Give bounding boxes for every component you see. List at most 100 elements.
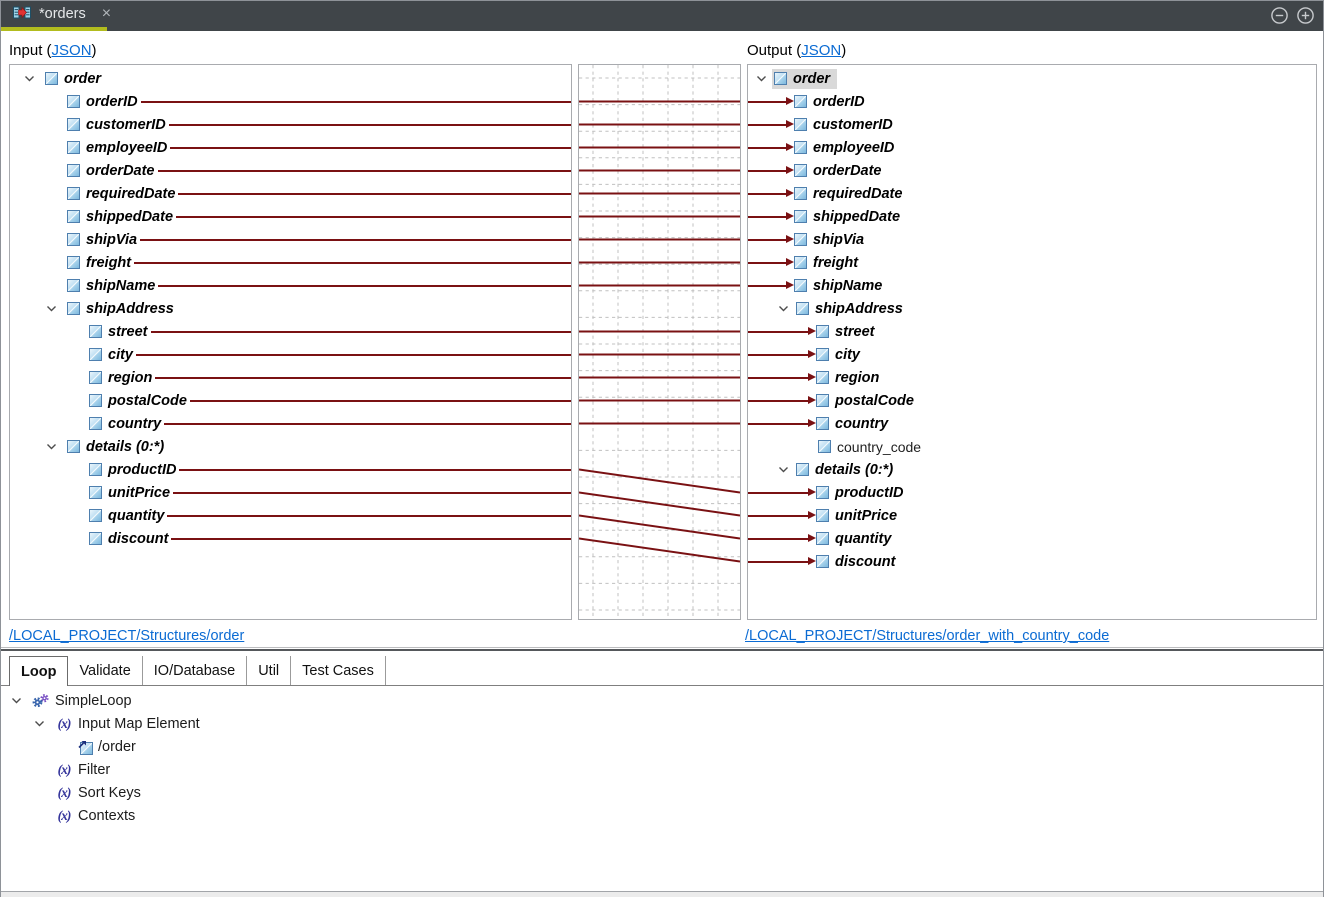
node-label: postalCode [835, 392, 914, 409]
output-tree-row-customerid[interactable]: customerID [748, 113, 1316, 136]
input-tree-row-country[interactable]: country [10, 412, 571, 435]
output-tree-row-country[interactable]: country [748, 412, 1316, 435]
output-tree-row-details-0[interactable]: details (0:*) [748, 458, 1316, 481]
chevron-down-icon[interactable] [24, 75, 45, 82]
close-icon[interactable]: × [101, 5, 112, 22]
loop-tree-row-input-map-element[interactable]: (x)Input Map Element [1, 712, 1323, 735]
output-tree-row-freight[interactable]: freight [748, 251, 1316, 274]
output-structure-link[interactable]: /LOCAL_PROJECT/Structures/order_with_cou… [745, 628, 1110, 644]
mapping-line [158, 284, 571, 287]
output-tree-row-productid[interactable]: productID [748, 481, 1316, 504]
output-tree-row-country-code[interactable]: country_code [748, 435, 1316, 458]
node-icon [89, 325, 102, 338]
node-icon [794, 279, 807, 292]
zoom-in-button[interactable] [1296, 6, 1315, 25]
input-tree-row-shipname[interactable]: shipName [10, 274, 571, 297]
input-tree-row-orderdate[interactable]: orderDate [10, 159, 571, 182]
output-tree-row-requireddate[interactable]: requiredDate [748, 182, 1316, 205]
node-icon [796, 463, 809, 476]
loop-tree-row-contexts[interactable]: (x)Contexts [1, 804, 1323, 827]
output-tree-row-postalcode[interactable]: postalCode [748, 389, 1316, 412]
input-json-link[interactable]: JSON [51, 42, 92, 59]
chevron-down-icon[interactable] [46, 305, 67, 312]
input-tree-row-shipvia[interactable]: shipVia [10, 228, 571, 251]
input-header: Input (JSON) [9, 42, 97, 59]
input-tree-row-postalcode[interactable]: postalCode [10, 389, 571, 412]
node-icon [816, 486, 829, 499]
node-label: employeeID [813, 139, 895, 156]
tab-loop[interactable]: Loop [9, 656, 69, 686]
output-tree-row-order[interactable]: order [748, 67, 1316, 90]
input-tree-row-details-0[interactable]: details (0:*) [10, 435, 571, 458]
input-tree-row-discount[interactable]: discount [10, 527, 571, 550]
tab-validate[interactable]: Validate [68, 656, 143, 685]
output-tree-row-orderdate[interactable]: orderDate [748, 159, 1316, 182]
input-tree-row-unitprice[interactable]: unitPrice [10, 481, 571, 504]
input-tree-row-customerid[interactable]: customerID [10, 113, 571, 136]
node-label: productID [835, 484, 904, 501]
output-tree-row-shipname[interactable]: shipName [748, 274, 1316, 297]
node-label: unitPrice [835, 507, 898, 524]
input-tree-row-street[interactable]: street [10, 320, 571, 343]
input-tree-row-orderid[interactable]: orderID [10, 90, 571, 113]
output-json-link[interactable]: JSON [801, 42, 842, 59]
output-tree-row-employeeid[interactable]: employeeID [748, 136, 1316, 159]
fx-icon: (x) [57, 784, 72, 800]
output-tree-row-unitprice[interactable]: unitPrice [748, 504, 1316, 527]
output-tree-row-shipvia[interactable]: shipVia [748, 228, 1316, 251]
node-icon [89, 509, 102, 522]
output-header-suffix: ) [841, 42, 847, 59]
mapping-arrow-icon [748, 412, 816, 435]
loop-tree-row-order[interactable]: /order [1, 735, 1323, 758]
mapping-canvas[interactable] [578, 64, 741, 620]
input-tree-row-requireddate[interactable]: requiredDate [10, 182, 571, 205]
node-label: freight [813, 254, 859, 271]
output-tree-row-quantity[interactable]: quantity [748, 527, 1316, 550]
node-icon [794, 233, 807, 246]
titlebar: *orders × [1, 1, 1323, 31]
mapping-line [179, 468, 571, 471]
input-tree-row-order[interactable]: order [10, 67, 571, 90]
tab-orders[interactable]: *orders × [1, 1, 119, 27]
tab-util[interactable]: Util [247, 656, 292, 685]
mapping-line [150, 330, 571, 333]
node-label: customerID [813, 116, 893, 133]
input-tree-row-productid[interactable]: productID [10, 458, 571, 481]
chevron-down-icon[interactable] [778, 305, 796, 312]
tab-io-database[interactable]: IO/Database [143, 656, 248, 685]
tab-title: *orders [39, 6, 86, 22]
node-label: discount [835, 553, 896, 570]
input-tree-row-region[interactable]: region [10, 366, 571, 389]
chevron-down-icon[interactable] [778, 466, 796, 473]
chevron-down-icon[interactable] [11, 697, 23, 704]
input-structure-link[interactable]: /LOCAL_PROJECT/Structures/order [9, 628, 245, 644]
splitter-handle[interactable] [1, 649, 1323, 651]
input-tree-row-shippeddate[interactable]: shippedDate [10, 205, 571, 228]
chevron-down-icon[interactable] [34, 720, 46, 727]
loop-tree-row-simpleloop[interactable]: SimpleLoop [1, 689, 1323, 712]
input-tree-row-employeeid[interactable]: employeeID [10, 136, 571, 159]
mapping-arrow-icon [748, 481, 816, 504]
node-icon [816, 348, 829, 361]
chevron-down-icon[interactable] [756, 75, 774, 82]
input-header-text: Input ( [9, 42, 52, 59]
loop-tree-row-sort-keys[interactable]: (x)Sort Keys [1, 781, 1323, 804]
tab-test-cases[interactable]: Test Cases [291, 656, 386, 685]
zoom-out-button[interactable] [1270, 6, 1289, 25]
input-tree-row-city[interactable]: city [10, 343, 571, 366]
loop-tree-row-filter[interactable]: (x)Filter [1, 758, 1323, 781]
output-tree-row-orderid[interactable]: orderID [748, 90, 1316, 113]
input-tree-row-shipaddress[interactable]: shipAddress [10, 297, 571, 320]
node-icon [816, 394, 829, 407]
output-tree-row-shipaddress[interactable]: shipAddress [748, 297, 1316, 320]
output-tree-row-shippeddate[interactable]: shippedDate [748, 205, 1316, 228]
input-tree-row-freight[interactable]: freight [10, 251, 571, 274]
node-label: employeeID [86, 139, 168, 156]
output-tree-row-region[interactable]: region [748, 366, 1316, 389]
output-tree-row-discount[interactable]: discount [748, 550, 1316, 573]
output-tree-row-street[interactable]: street [748, 320, 1316, 343]
chevron-down-icon[interactable] [46, 443, 67, 450]
input-tree-row-quantity[interactable]: quantity [10, 504, 571, 527]
output-tree-row-city[interactable]: city [748, 343, 1316, 366]
splitter[interactable] [1, 647, 1323, 648]
